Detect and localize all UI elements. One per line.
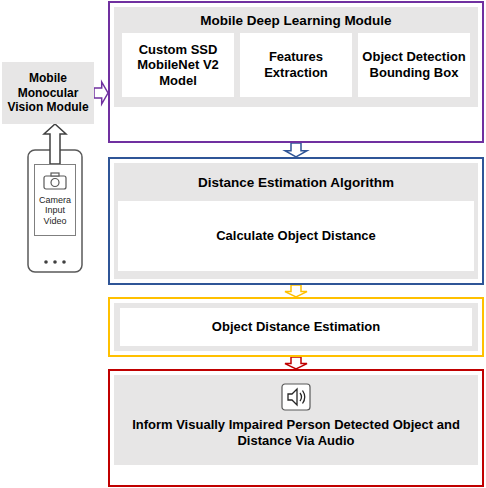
block-arrow: [94, 82, 108, 104]
phone-dot: [44, 260, 48, 264]
process-box: Mobile Monocular Vision Module: [2, 62, 94, 124]
process-box: Custom SSD MobileNet V2 Model: [122, 33, 234, 97]
box-label: Inform Visually Impaired Person Detected…: [122, 417, 470, 448]
process-box: Object Detection Bounding Box: [358, 33, 470, 97]
box-label: Object Detection Bounding Box: [361, 49, 467, 80]
module-heading: Distance Estimation Algorithm: [118, 159, 474, 191]
module-box: Mobile Deep Learning ModuleCustom SSD Mo…: [108, 1, 484, 143]
module-heading: Mobile Deep Learning Module: [118, 3, 474, 29]
phone-body: [28, 150, 82, 272]
block-arrow: [285, 143, 307, 157]
box-label: Features Extraction: [243, 49, 349, 80]
box-label: Mobile Monocular Vision Module: [5, 71, 91, 114]
phone-dot: [53, 260, 57, 264]
camera-icon: [43, 172, 67, 190]
phone-dot: [62, 260, 66, 264]
block-arrow: [285, 285, 307, 297]
process-box: Inform Visually Impaired Person Detected…: [108, 369, 484, 487]
block-arrow: [44, 124, 66, 164]
block-arrow: [285, 357, 307, 369]
phone-screen: Camera Input Video: [34, 164, 76, 236]
process-box: Calculate Object Distance: [118, 201, 474, 271]
speaker-icon: [281, 383, 311, 411]
process-box: Object Distance Estimation: [108, 297, 484, 357]
box-label: Calculate Object Distance: [216, 228, 376, 244]
box-label: Object Distance Estimation: [120, 308, 472, 346]
box-label: Camera Input Video: [35, 195, 75, 226]
box-label: Custom SSD MobileNet V2 Model: [125, 42, 231, 89]
module-box: Distance Estimation AlgorithmCalculate O…: [108, 157, 484, 285]
process-box: Features Extraction: [240, 33, 352, 97]
